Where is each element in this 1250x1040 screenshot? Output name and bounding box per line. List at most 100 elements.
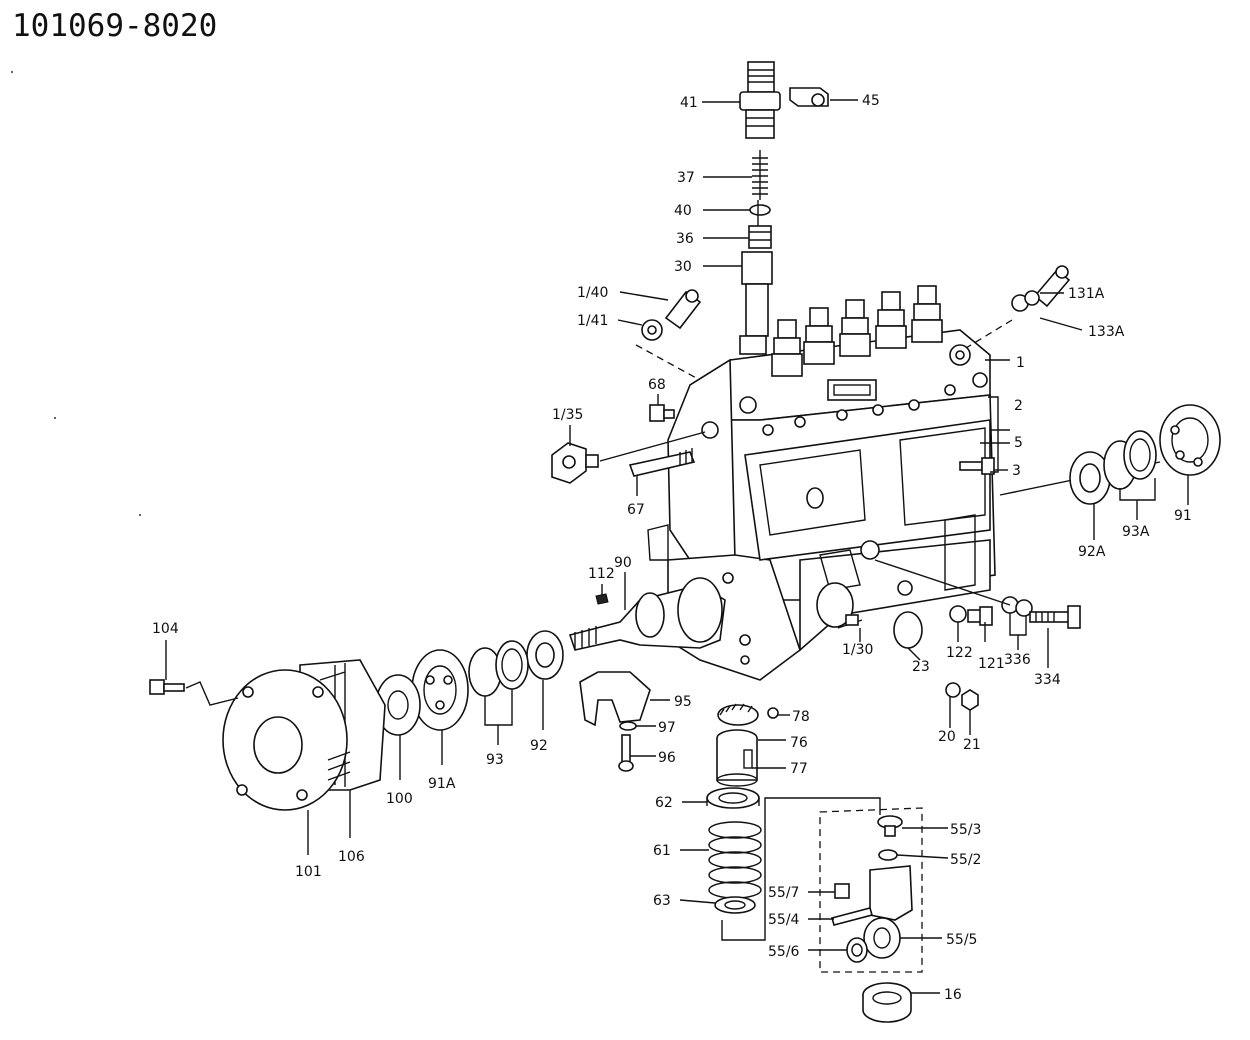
label-2: 2 bbox=[1014, 398, 1023, 414]
banjo-1-35 bbox=[551, 442, 599, 484]
label-78: 78 bbox=[792, 709, 810, 725]
label-92: 92 bbox=[530, 738, 548, 754]
label-63: 63 bbox=[653, 893, 671, 909]
label-95: 95 bbox=[674, 694, 692, 710]
nut-20 bbox=[945, 682, 961, 698]
valve-36 bbox=[748, 225, 772, 249]
tappet-77 bbox=[716, 729, 758, 787]
plug-68 bbox=[649, 404, 675, 422]
part-labels: 41 45 37 40 36 30 1/40 1/41 68 1/35 67 1… bbox=[152, 93, 1192, 1003]
label-40: 40 bbox=[674, 203, 692, 219]
label-1-35: 1/35 bbox=[552, 407, 583, 423]
adjuster-76 bbox=[717, 703, 759, 726]
fitting-131a bbox=[1033, 265, 1071, 308]
label-91: 91 bbox=[1174, 508, 1192, 524]
camshaft-90 bbox=[568, 577, 726, 651]
label-100: 100 bbox=[386, 791, 413, 807]
label-334: 334 bbox=[1034, 672, 1061, 688]
label-106: 106 bbox=[338, 849, 365, 865]
label-21: 21 bbox=[963, 737, 981, 753]
label-55-7: 55/7 bbox=[768, 885, 799, 901]
label-55-4: 55/4 bbox=[768, 912, 800, 928]
label-1-41: 1/41 bbox=[577, 313, 608, 329]
pin-55-7 bbox=[834, 883, 850, 899]
washer-133a bbox=[1011, 290, 1040, 312]
label-1-30: 1/30 bbox=[842, 642, 873, 658]
label-41: 41 bbox=[680, 95, 698, 111]
outlet-fittings bbox=[771, 285, 971, 377]
label-77: 77 bbox=[790, 761, 808, 777]
bolt-334 bbox=[1029, 605, 1081, 629]
screw-78 bbox=[767, 707, 779, 719]
bearing-91 bbox=[1159, 404, 1221, 476]
barrel-30 bbox=[739, 200, 773, 375]
label-62: 62 bbox=[655, 795, 673, 811]
label-93: 93 bbox=[486, 752, 504, 768]
label-112: 112 bbox=[588, 566, 615, 582]
label-76: 76 bbox=[790, 735, 808, 751]
bolt-3 bbox=[959, 457, 995, 475]
label-131a: 131A bbox=[1068, 286, 1105, 302]
bolt-121 bbox=[967, 606, 993, 626]
label-55-3: 55/3 bbox=[950, 822, 981, 838]
leader-lines bbox=[165, 99, 1189, 994]
washer-122 bbox=[949, 605, 967, 623]
washer-55-2 bbox=[878, 849, 898, 861]
o-ring-23 bbox=[893, 611, 923, 649]
washers-336 bbox=[1001, 596, 1033, 617]
label-97: 97 bbox=[658, 720, 676, 736]
label-36: 36 bbox=[676, 231, 694, 247]
seat-63 bbox=[714, 896, 756, 914]
label-90: 90 bbox=[614, 555, 632, 571]
shims-93 bbox=[468, 640, 529, 697]
label-122: 122 bbox=[946, 645, 973, 661]
screw-55-3 bbox=[877, 815, 903, 837]
bearing-91a bbox=[411, 649, 469, 731]
label-55-5: 55/5 bbox=[946, 932, 977, 948]
label-92a: 92A bbox=[1078, 544, 1106, 560]
label-121: 121 bbox=[978, 656, 1005, 672]
stud-1-30 bbox=[837, 614, 863, 629]
label-3: 3 bbox=[1012, 463, 1021, 479]
label-93a: 93A bbox=[1122, 524, 1150, 540]
label-1: 1 bbox=[1016, 355, 1025, 371]
washer-1-41 bbox=[641, 319, 663, 341]
ring-40 bbox=[749, 204, 771, 216]
label-68: 68 bbox=[648, 377, 666, 393]
spring-seat-62 bbox=[706, 787, 760, 809]
washer-97 bbox=[619, 721, 637, 731]
bushing-55-6 bbox=[846, 937, 868, 963]
bracket-95 bbox=[579, 671, 651, 727]
label-61: 61 bbox=[653, 843, 671, 859]
plug-16 bbox=[862, 982, 912, 1023]
spring-37 bbox=[752, 150, 768, 200]
screw-96 bbox=[618, 734, 634, 772]
clamp-45 bbox=[789, 87, 829, 107]
label-91a: 91A bbox=[428, 776, 456, 792]
label-67: 67 bbox=[627, 502, 645, 518]
label-55-6: 55/6 bbox=[768, 944, 800, 960]
label-96: 96 bbox=[658, 750, 676, 766]
flange-101 bbox=[222, 669, 351, 811]
label-133a: 133A bbox=[1088, 324, 1125, 340]
shims-93a bbox=[1103, 430, 1157, 490]
seal-92 bbox=[526, 630, 564, 680]
label-23: 23 bbox=[912, 659, 930, 675]
nut-21 bbox=[961, 689, 979, 711]
pin-55-4 bbox=[831, 907, 873, 926]
label-101: 101 bbox=[295, 864, 322, 880]
delivery-valve-holder-41 bbox=[739, 61, 781, 139]
fitting-1-40 bbox=[664, 289, 702, 330]
label-5: 5 bbox=[1014, 435, 1023, 451]
label-30: 30 bbox=[674, 259, 692, 275]
label-20: 20 bbox=[938, 729, 956, 745]
diagram-title: 101069-8020 bbox=[12, 8, 218, 44]
lever-67 bbox=[628, 448, 696, 477]
body-55-5 bbox=[863, 865, 913, 959]
label-1-40: 1/40 bbox=[577, 285, 608, 301]
label-55-2: 55/2 bbox=[950, 852, 981, 868]
label-16: 16 bbox=[944, 987, 962, 1003]
label-336: 336 bbox=[1004, 652, 1031, 668]
label-104: 104 bbox=[152, 621, 179, 637]
